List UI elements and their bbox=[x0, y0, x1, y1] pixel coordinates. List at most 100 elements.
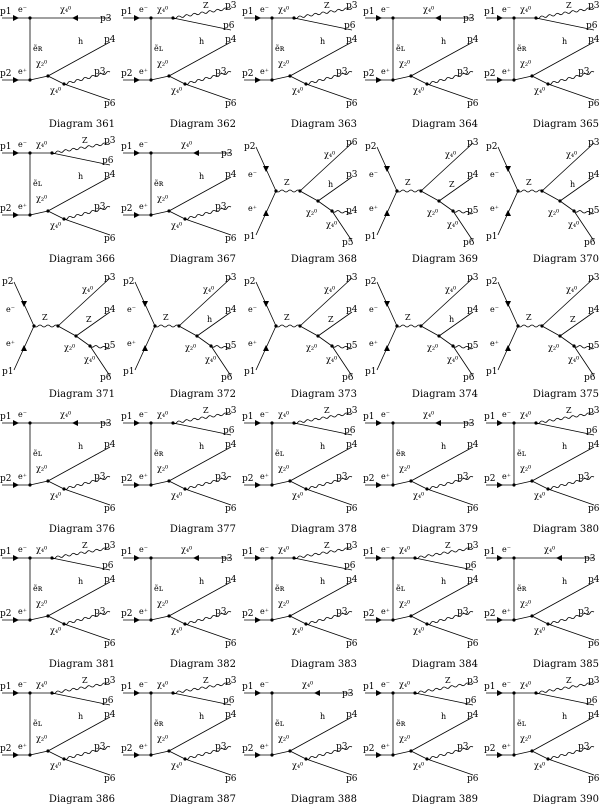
arrow-icon bbox=[255, 752, 261, 758]
external-label: p3 bbox=[578, 607, 590, 617]
particle-label: χ₂⁰ bbox=[278, 59, 289, 68]
external-label: p5 bbox=[104, 341, 116, 351]
particle-label: Z bbox=[82, 676, 88, 685]
particle-label: Z bbox=[324, 541, 330, 550]
particle-label: Z bbox=[526, 313, 532, 322]
external-label: p6 bbox=[225, 504, 237, 514]
particle-label: χ₄⁰ bbox=[326, 355, 337, 364]
particle-label: χ₄⁰ bbox=[534, 626, 545, 635]
external-label: p2 bbox=[363, 609, 375, 619]
external-label: p1 bbox=[363, 7, 375, 17]
external-label: p3 bbox=[346, 273, 358, 283]
particle-label: Z bbox=[82, 136, 88, 145]
particle-label: χ₄⁰ bbox=[171, 761, 182, 770]
external-label: p4 bbox=[588, 575, 600, 585]
propagator-line bbox=[293, 422, 353, 436]
particle-label: χ₂⁰ bbox=[278, 734, 289, 743]
diagram-caption: Diagram 364 bbox=[411, 119, 478, 130]
external-label: p3 bbox=[104, 541, 116, 551]
propagator-line bbox=[172, 17, 232, 31]
particle-label: χ₂⁰ bbox=[427, 208, 438, 217]
particle-label: χ₄⁰ bbox=[520, 680, 531, 689]
propagator-line bbox=[438, 176, 474, 202]
propagator-line bbox=[150, 75, 170, 81]
diagram-caption: Diagram 372 bbox=[169, 389, 236, 400]
arrow-icon bbox=[255, 420, 261, 426]
particle-label: Z bbox=[405, 313, 411, 322]
propagator-line bbox=[47, 446, 111, 482]
propagator-line bbox=[271, 75, 291, 81]
external-label: p3 bbox=[94, 472, 106, 482]
particle-label: h bbox=[78, 577, 83, 586]
propagator-line bbox=[392, 750, 412, 756]
external-label: p1 bbox=[121, 412, 133, 422]
external-label: p2 bbox=[121, 474, 133, 484]
z-boson-line bbox=[426, 611, 474, 625]
particle-label: Z bbox=[86, 315, 92, 324]
external-label: p1 bbox=[0, 412, 12, 422]
arrow-icon bbox=[505, 301, 511, 307]
external-label: p3 bbox=[578, 67, 590, 77]
external-label: p2 bbox=[363, 69, 375, 79]
propagator-line bbox=[172, 422, 232, 436]
particle-label: e⁻ bbox=[248, 305, 257, 314]
particle-label: χ₂⁰ bbox=[278, 599, 289, 608]
particle-label: ẽʟ bbox=[33, 719, 43, 728]
particle-label: χ₂⁰ bbox=[36, 599, 47, 608]
propagator-line bbox=[438, 311, 474, 337]
propagator-line bbox=[414, 692, 474, 706]
particle-label: χ₂⁰ bbox=[399, 464, 410, 473]
external-label: p1 bbox=[121, 7, 133, 17]
external-label: p4 bbox=[346, 710, 358, 720]
diagram-caption: Diagram 362 bbox=[169, 119, 236, 130]
particle-label: χ₂⁰ bbox=[427, 343, 438, 352]
propagator-line bbox=[531, 615, 549, 625]
diagram-caption: Diagram 388 bbox=[290, 794, 357, 805]
z-boson-line bbox=[426, 71, 474, 85]
z-boson-line bbox=[63, 476, 111, 490]
z-boson-line bbox=[305, 71, 353, 85]
particle-label: ẽʟ bbox=[275, 719, 285, 728]
propagator-line bbox=[541, 190, 561, 202]
arrow-icon bbox=[21, 345, 27, 351]
external-label: p2 bbox=[363, 744, 375, 754]
external-label: p6 bbox=[225, 234, 237, 244]
external-label: p6 bbox=[467, 639, 479, 649]
external-label: p3 bbox=[463, 14, 475, 24]
arrow-icon bbox=[255, 482, 261, 488]
arrow-icon bbox=[263, 301, 269, 307]
arrow-icon bbox=[13, 690, 19, 696]
external-label: p4 bbox=[467, 440, 479, 450]
external-label: p6 bbox=[104, 99, 116, 109]
z-boson-line bbox=[305, 476, 353, 490]
particle-label: χ₄⁰ bbox=[278, 545, 289, 554]
diagram-caption: Diagram 371 bbox=[48, 389, 115, 400]
particle-label: e⁺ bbox=[139, 472, 148, 481]
diagram-caption: Diagram 379 bbox=[411, 524, 478, 535]
propagator-line bbox=[168, 210, 186, 220]
propagator-line bbox=[57, 325, 77, 337]
arrow-icon bbox=[376, 752, 382, 758]
external-label: p3 bbox=[336, 67, 348, 77]
propagator-line bbox=[410, 446, 474, 482]
propagator-line bbox=[531, 750, 549, 760]
external-label: p2 bbox=[244, 142, 256, 152]
external-label: p1 bbox=[121, 142, 133, 152]
particle-label: χ₄⁰ bbox=[520, 5, 531, 14]
arrow-icon bbox=[376, 77, 382, 83]
external-label: p6 bbox=[346, 774, 358, 784]
external-label: p1 bbox=[486, 367, 498, 377]
arrow-icon bbox=[497, 420, 503, 426]
particle-label: e⁺ bbox=[18, 202, 27, 211]
propagator-line bbox=[331, 210, 353, 242]
propagator-line bbox=[178, 277, 232, 327]
